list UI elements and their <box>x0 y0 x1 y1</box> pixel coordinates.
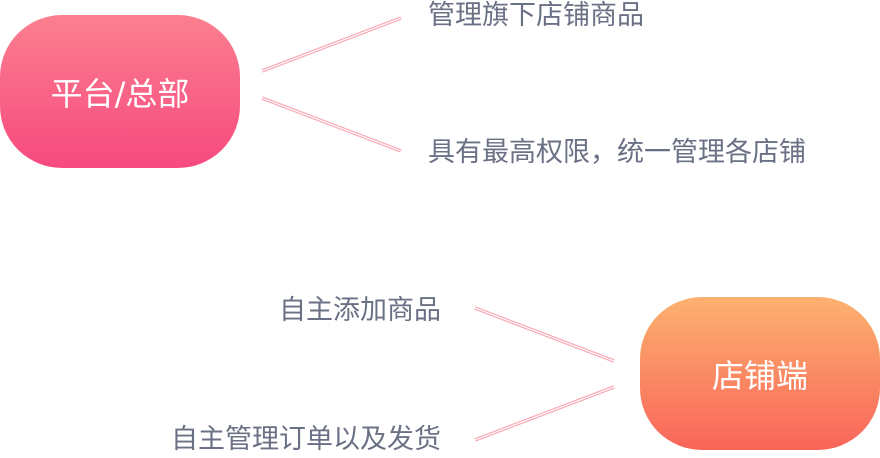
hq-label: 平台/总部 <box>50 74 190 113</box>
store-label: 店铺端 <box>711 356 808 395</box>
store-node: 店铺端 <box>640 297 880 450</box>
hq-node: 平台/总部 <box>0 15 240 168</box>
hq-desc-2: 具有最高权限，统一管理各店铺 <box>428 137 806 168</box>
hq-desc-1: 管理旗下店铺商品 <box>428 0 644 31</box>
store-desc-1: 自主添加商品 <box>279 295 441 326</box>
store-desc-2: 自主管理订单以及发货 <box>171 424 441 455</box>
